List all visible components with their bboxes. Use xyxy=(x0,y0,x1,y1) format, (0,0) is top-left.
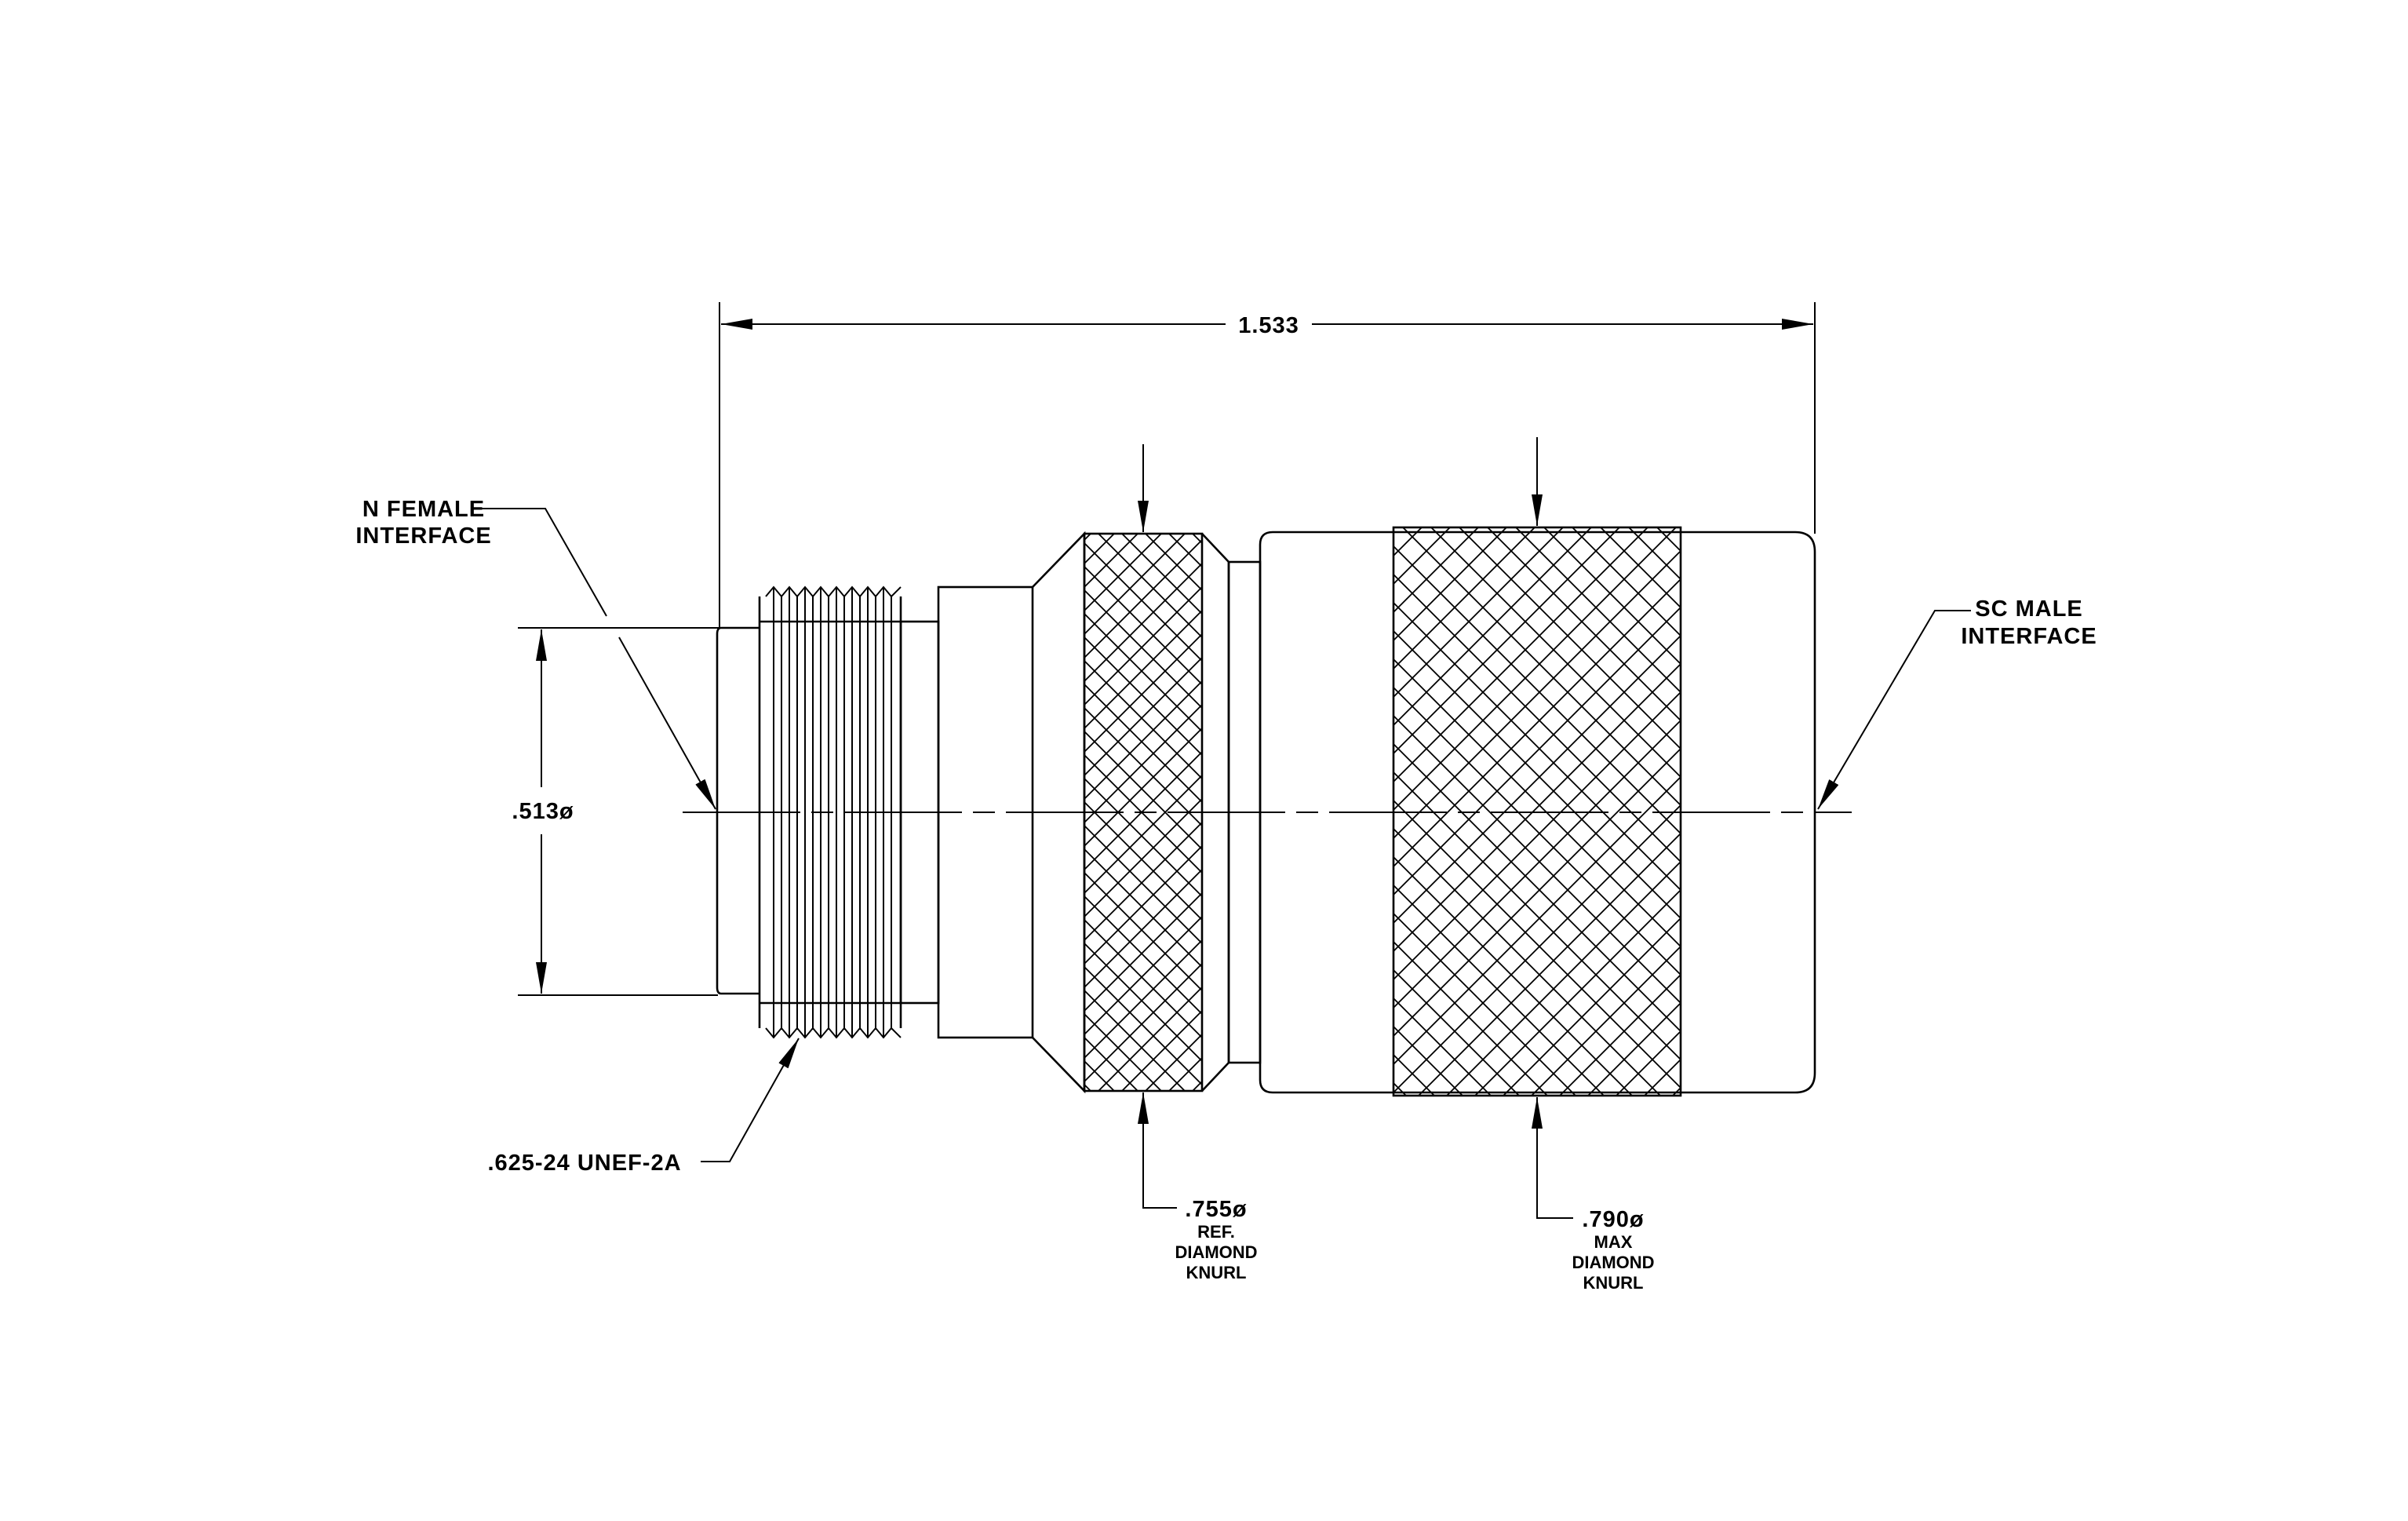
large-knurl-note-diamond: DIAMOND xyxy=(1572,1253,1654,1272)
diameter-dimension: .513ø xyxy=(512,627,719,996)
thread-callout: .625-24 UNEF-2A xyxy=(487,1038,800,1176)
n-female-leader-top xyxy=(479,508,607,617)
large-knurl-note-knurl: KNURL xyxy=(1583,1273,1644,1293)
thread-leader xyxy=(701,1038,800,1162)
small-knurl-callout: .755ø REF. DIAMOND KNURL xyxy=(1138,444,1258,1282)
overall-length-label: 1.533 xyxy=(1238,313,1299,338)
small-knurl-note-ref: REF. xyxy=(1197,1222,1235,1242)
sc-male-callout: SC MALE INTERFACE xyxy=(1817,596,2097,810)
thread-label: .625-24 UNEF-2A xyxy=(487,1151,681,1176)
sc-male-leader xyxy=(1817,610,1971,810)
small-knurl-note-diamond: DIAMOND xyxy=(1175,1242,1257,1262)
overall-length-dimension: 1.533 xyxy=(719,302,1816,628)
n-female-callout: N FEMALE INTERFACE xyxy=(355,497,716,810)
small-knurl-note-knurl: KNURL xyxy=(1186,1263,1247,1282)
sc-male-label-line1: SC MALE xyxy=(1975,596,2083,622)
small-knurl-diameter: .755ø xyxy=(1185,1197,1247,1222)
small-knurl-arrow-bottom xyxy=(1138,1092,1177,1209)
sc-male-label-line2: INTERFACE xyxy=(1961,624,2097,649)
large-knurl-arrow-bottom xyxy=(1532,1097,1573,1219)
n-female-label-line1: N FEMALE xyxy=(362,497,485,522)
large-knurl-callout: .790ø MAX DIAMOND KNURL xyxy=(1532,437,1655,1293)
nose-section xyxy=(716,626,760,995)
diameter-label: .513ø xyxy=(512,799,574,824)
n-female-label-line2: INTERFACE xyxy=(355,523,491,549)
coupling-nut xyxy=(1259,531,1816,1094)
large-knurl-diameter: .790ø xyxy=(1582,1207,1644,1232)
n-female-leader-arrow xyxy=(618,636,716,810)
large-knurl-note-max: MAX xyxy=(1594,1232,1633,1252)
